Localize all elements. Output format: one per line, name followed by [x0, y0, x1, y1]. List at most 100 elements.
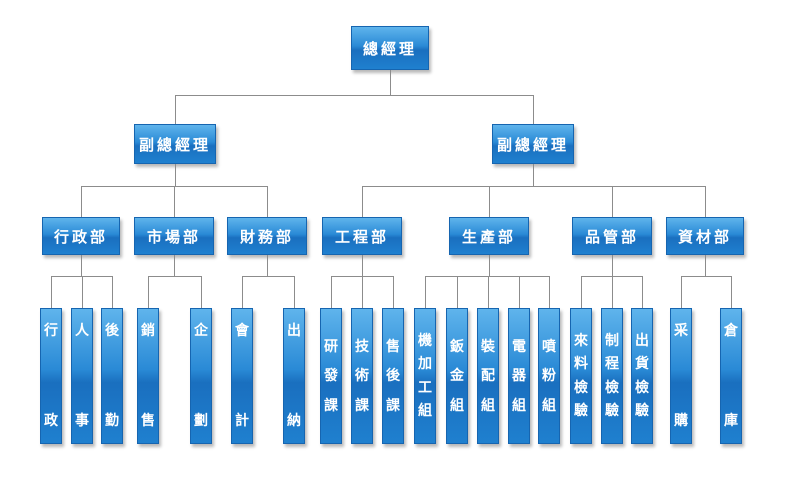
unit-label-char: 金	[450, 368, 464, 384]
connector-to-dept	[81, 186, 82, 217]
department-node: 財務部	[227, 217, 307, 255]
connector-to-dept	[174, 186, 175, 217]
connector-to-unit	[488, 276, 489, 308]
unit-label-char: 來	[574, 332, 588, 349]
connector-to-unit	[612, 276, 613, 308]
department-node: 工程部	[322, 217, 402, 255]
connector-unit-bus	[425, 276, 550, 277]
connector-to-vp-1	[175, 95, 176, 124]
unit-label-char: 事	[75, 413, 89, 429]
connector-unit-bus	[242, 276, 295, 277]
connector-to-unit	[519, 276, 520, 308]
unit-label-char: 檢	[574, 379, 588, 396]
connector-to-unit	[201, 276, 202, 308]
unit-label-char: 售	[141, 413, 155, 429]
unit-label-char: 術	[355, 368, 369, 384]
connector-to-unit	[51, 276, 52, 308]
department-node: 資材部	[666, 217, 744, 255]
unit-label-char: 噴	[542, 338, 556, 355]
connector-dept-down	[362, 255, 363, 276]
department-node: 生產部	[449, 217, 529, 255]
unit-label-char: 庫	[724, 413, 738, 429]
unit-label-char: 納	[287, 413, 301, 429]
connector-to-unit	[393, 276, 394, 308]
connector-to-unit	[642, 276, 643, 308]
connector-dept-down	[267, 255, 268, 276]
connector-to-unit	[362, 276, 363, 308]
unit-node: 采購	[670, 308, 692, 444]
department-node: 市場部	[134, 217, 214, 255]
unit-label-char: 組	[542, 397, 556, 414]
unit-label-char: 驗	[574, 403, 588, 420]
unit-label-char: 料	[574, 356, 588, 373]
unit-label-char: 技	[355, 338, 369, 355]
connector-to-unit	[148, 276, 149, 308]
unit-node: 出貨檢驗	[631, 308, 653, 444]
unit-label-char: 鈑	[450, 338, 464, 355]
unit-label-char: 檢	[605, 379, 619, 396]
vice-general-manager-node-1: 副總經理	[134, 124, 216, 164]
unit-label-char: 課	[355, 397, 369, 414]
unit-node: 企劃	[190, 308, 212, 444]
connector-to-unit	[294, 276, 295, 308]
unit-label-char: 出	[635, 332, 649, 349]
connector-to-dept	[489, 186, 490, 217]
unit-node: 會計	[231, 308, 253, 444]
unit-label-char: 企	[194, 323, 208, 339]
connector-to-vp-2	[533, 95, 534, 124]
unit-label-char: 組	[512, 397, 526, 414]
unit-node: 噴粉組	[538, 308, 560, 444]
unit-node: 制程檢驗	[601, 308, 623, 444]
root-node-general-manager: 總經理	[351, 26, 429, 70]
connector-unit-bus	[148, 276, 202, 277]
unit-label-char: 貨	[635, 356, 649, 373]
vice-general-manager-node-2: 副總經理	[492, 124, 574, 164]
unit-label-char: 機	[418, 332, 432, 349]
unit-node: 銷售	[137, 308, 159, 444]
connector-to-dept	[612, 186, 613, 217]
connector-unit-bus	[681, 276, 732, 277]
unit-label-char: 組	[418, 403, 432, 420]
connector-to-dept	[705, 186, 706, 217]
unit-label-char: 後	[386, 368, 400, 384]
connector-dept-bus-2	[362, 186, 706, 187]
connector-to-unit	[82, 276, 83, 308]
unit-label-char: 課	[324, 397, 338, 414]
unit-label-char: 行	[44, 323, 58, 339]
unit-label-char: 政	[44, 413, 58, 429]
unit-label-char: 購	[674, 413, 688, 429]
unit-label-char: 售	[386, 338, 400, 355]
unit-node: 電器組	[508, 308, 530, 444]
unit-label-char: 采	[674, 323, 688, 339]
unit-label-char: 檢	[635, 379, 649, 396]
unit-node: 機加工組	[414, 308, 436, 444]
connector-to-dept	[267, 186, 268, 217]
connector-dept-down	[81, 255, 82, 276]
unit-node: 後勤	[101, 308, 123, 444]
unit-node: 售後課	[382, 308, 404, 444]
connector-to-unit	[112, 276, 113, 308]
unit-node: 鈑金組	[446, 308, 468, 444]
connector-dept-down	[489, 255, 490, 276]
unit-node: 人事	[71, 308, 93, 444]
unit-label-char: 電	[512, 338, 526, 355]
connector-dept-down	[174, 255, 175, 276]
unit-label-char: 研	[324, 338, 338, 355]
unit-node: 技術課	[351, 308, 373, 444]
unit-label-char: 後	[105, 323, 119, 339]
connector-vp-2-down	[533, 164, 534, 186]
connector-root-down	[390, 70, 391, 96]
unit-label-char: 課	[386, 397, 400, 414]
unit-label-char: 器	[512, 368, 526, 384]
unit-label-char: 組	[481, 397, 495, 414]
unit-node: 研發課	[320, 308, 342, 444]
connector-vp-bus	[175, 95, 534, 96]
unit-label-char: 組	[450, 397, 464, 414]
unit-label-char: 計	[235, 413, 249, 429]
connector-to-unit	[681, 276, 682, 308]
unit-node: 行政	[40, 308, 62, 444]
unit-label-char: 驗	[635, 403, 649, 420]
unit-label-char: 程	[605, 356, 619, 373]
connector-dept-down	[612, 255, 613, 276]
